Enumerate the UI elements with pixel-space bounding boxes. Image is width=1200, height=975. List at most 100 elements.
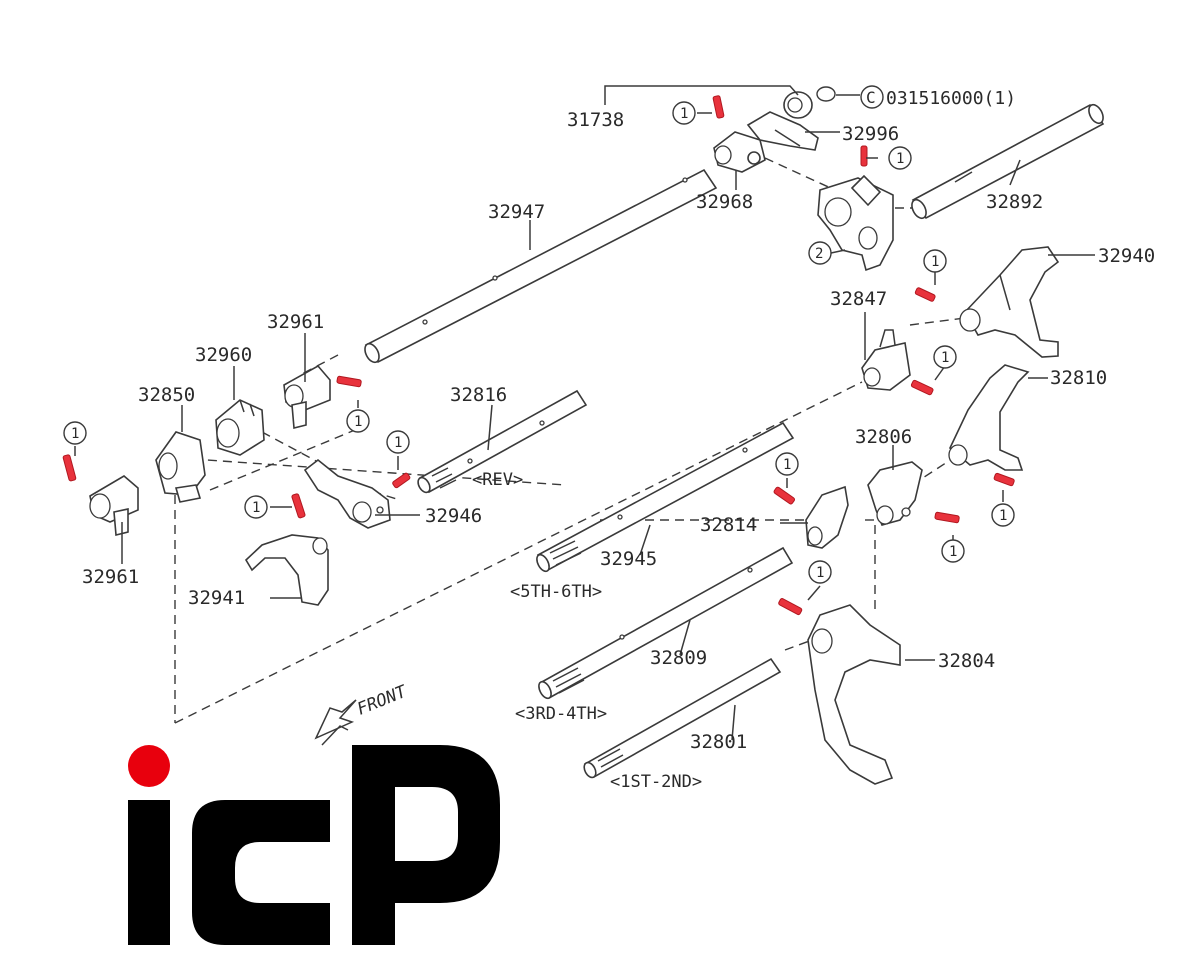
pin-marker: 1 — [63, 421, 87, 445]
svg-text:1: 1 — [941, 350, 949, 366]
roll-pin — [773, 486, 796, 505]
fork-32941 — [244, 534, 329, 606]
logo-dot — [128, 745, 170, 787]
part-32996-lever — [746, 111, 819, 151]
callout-32806: 32806 — [855, 426, 912, 448]
part-32961-upper — [283, 364, 331, 430]
svg-text:1: 1 — [71, 426, 79, 442]
block-32814 — [805, 485, 849, 549]
pin-marker: 1 — [923, 249, 947, 273]
callout-32850: 32850 — [138, 384, 195, 406]
callout-32940: 32940 — [1098, 245, 1155, 267]
svg-text:1: 1 — [931, 254, 939, 270]
shift-rod-32947 — [364, 168, 718, 364]
part-31738-bushing — [783, 91, 813, 119]
pin-markers: 1 1 1 1 1 1 1 1 1 1 1 1 — [63, 101, 1015, 584]
pin-marker: 1 — [933, 345, 957, 369]
svg-text:1: 1 — [354, 414, 362, 430]
callout-32945: 32945 — [600, 548, 657, 570]
svg-text:1: 1 — [949, 544, 957, 560]
roll-pin — [392, 472, 411, 489]
svg-text:1: 1 — [394, 435, 402, 451]
shift-rod-32892 — [911, 103, 1105, 220]
rod-label-5th-6th: <5TH-6TH> — [510, 582, 602, 602]
callout-32961: 32961 — [267, 311, 324, 333]
svg-text:1: 1 — [816, 565, 824, 581]
circlip-note: C 031516000(1) — [836, 85, 1016, 109]
part-32968-arm — [713, 131, 766, 173]
callout-32847: 32847 — [830, 288, 887, 310]
part-32960 — [215, 399, 265, 456]
part-callouts: 31738 32996 32968 32892 32947 32940 3284… — [82, 109, 1155, 753]
pin-marker: 1 — [775, 452, 799, 476]
callout-32801: 32801 — [690, 731, 747, 753]
shift-rod-32809-3rd-4th — [538, 546, 794, 700]
part-circlip — [816, 86, 836, 102]
roll-pin — [860, 145, 868, 167]
roll-pin — [778, 598, 803, 616]
callout-32892: 32892 — [986, 191, 1043, 213]
pin-marker: 1 — [991, 503, 1015, 527]
fork-32810 — [948, 364, 1030, 471]
callout-32947: 32947 — [488, 201, 545, 223]
pin-marker: 1 — [244, 495, 268, 519]
pin-marker: 1 — [808, 560, 832, 584]
callout-32946: 32946 — [425, 505, 482, 527]
pin-marker: 1 — [386, 430, 410, 454]
rod-label-rev: <REV> — [472, 470, 523, 490]
roll-pin — [910, 379, 934, 396]
shift-rod-32945-5th-6th — [536, 421, 795, 573]
front-label: FRONT — [354, 681, 411, 719]
svg-text:1: 1 — [999, 508, 1007, 524]
callout-32996: 32996 — [842, 123, 899, 145]
callout-32816: 32816 — [450, 384, 507, 406]
svg-text:1: 1 — [783, 457, 791, 473]
shift-rod-32801-1st-2nd — [583, 657, 782, 779]
icp-logo — [128, 745, 500, 945]
part-32961-lower — [89, 475, 139, 537]
roll-pin — [712, 95, 725, 119]
pin-marker: 1 — [672, 101, 696, 125]
pin-marker: 1 — [941, 539, 965, 563]
rod-label-3rd-4th: <3RD-4TH> — [515, 704, 607, 724]
svg-text:2: 2 — [815, 246, 823, 262]
pin-marker: 1 — [888, 146, 912, 170]
part-32946-lever — [303, 458, 391, 529]
shift-rod-32816-rev — [417, 389, 588, 494]
logo-letter-p — [352, 745, 500, 945]
fork-32804 — [807, 604, 901, 785]
callout-32968: 32968 — [696, 191, 753, 213]
pin-marker: 1 — [346, 409, 370, 433]
roll-pin — [993, 472, 1015, 487]
callout-32810: 32810 — [1050, 367, 1107, 389]
callout-32809: 32809 — [650, 647, 707, 669]
roll-pin — [291, 493, 306, 519]
logo-letter-c — [192, 800, 330, 945]
callout-32960: 32960 — [195, 344, 252, 366]
roll-pin — [914, 287, 936, 302]
part-selector-block — [817, 174, 894, 272]
roll-pin — [934, 511, 960, 524]
roll-pin — [62, 454, 77, 482]
circlip-symbol: C — [866, 88, 876, 107]
block-32806 — [867, 461, 923, 526]
rod-labels: <REV> <5TH-6TH> <3RD-4TH> <1ST-2ND> — [472, 470, 702, 792]
callout-32961: 32961 — [82, 566, 139, 588]
roll-pins — [62, 95, 1015, 616]
svg-text:1: 1 — [252, 500, 260, 516]
front-arrow: FRONT — [314, 681, 411, 746]
circlip-part-number: 031516000(1) — [886, 88, 1016, 109]
svg-text:1: 1 — [896, 151, 904, 167]
callout-32814: 32814 — [700, 514, 757, 536]
callout-32941: 32941 — [188, 587, 245, 609]
callout-31738: 31738 — [567, 109, 624, 131]
svg-text:1: 1 — [680, 106, 688, 122]
callout-32804: 32804 — [938, 650, 995, 672]
roll-pin — [336, 375, 362, 388]
rod-label-1st-2nd: <1ST-2ND> — [610, 772, 702, 792]
ball-marker: 2 — [808, 241, 846, 265]
block-32847 — [861, 329, 911, 391]
logo-letter-i — [128, 800, 170, 945]
fork-32940 — [959, 246, 1060, 358]
